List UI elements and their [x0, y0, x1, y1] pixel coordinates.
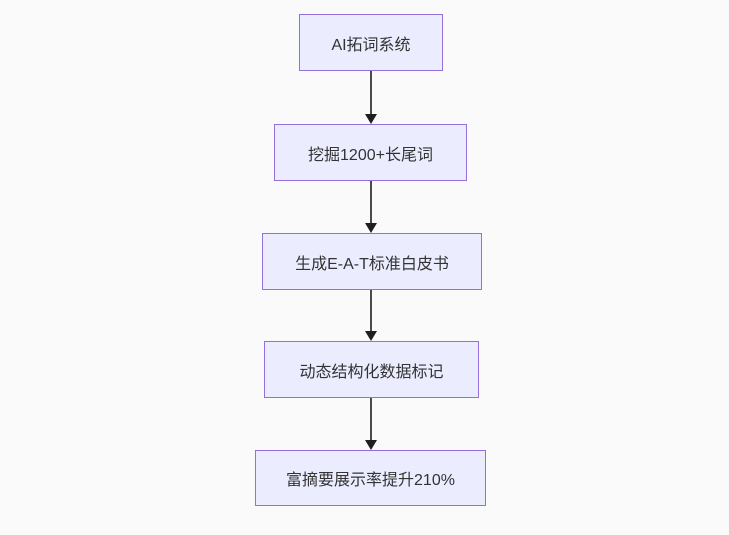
- edge-line: [370, 290, 372, 331]
- flow-node-structured-data: 动态结构化数据标记: [264, 341, 479, 398]
- arrowhead-icon: [365, 440, 377, 450]
- edge-line: [370, 181, 372, 223]
- flow-edge-2: [365, 181, 377, 233]
- edge-line: [370, 398, 372, 440]
- flow-node-label: 挖掘1200+长尾词: [308, 146, 433, 164]
- flow-node-ai-word-system: AI拓词系统: [299, 14, 443, 71]
- flow-node-label: 富摘要展示率提升210%: [286, 472, 455, 489]
- flow-node-label: AI拓词系统: [331, 36, 411, 54]
- edge-line: [370, 71, 372, 114]
- flow-edge-1: [365, 71, 377, 124]
- flow-node-rich-snippet-result: 富摘要展示率提升210%: [255, 450, 486, 506]
- flow-edge-3: [365, 290, 377, 341]
- flow-edge-4: [365, 398, 377, 450]
- arrowhead-icon: [365, 223, 377, 233]
- flow-node-label: 生成E-A-T标准白皮书: [295, 255, 449, 273]
- arrowhead-icon: [365, 114, 377, 124]
- arrowhead-icon: [365, 331, 377, 341]
- flow-node-longtail-mining: 挖掘1200+长尾词: [274, 124, 467, 181]
- flow-node-eat-whitepaper: 生成E-A-T标准白皮书: [262, 233, 482, 290]
- flow-node-label: 动态结构化数据标记: [299, 363, 444, 381]
